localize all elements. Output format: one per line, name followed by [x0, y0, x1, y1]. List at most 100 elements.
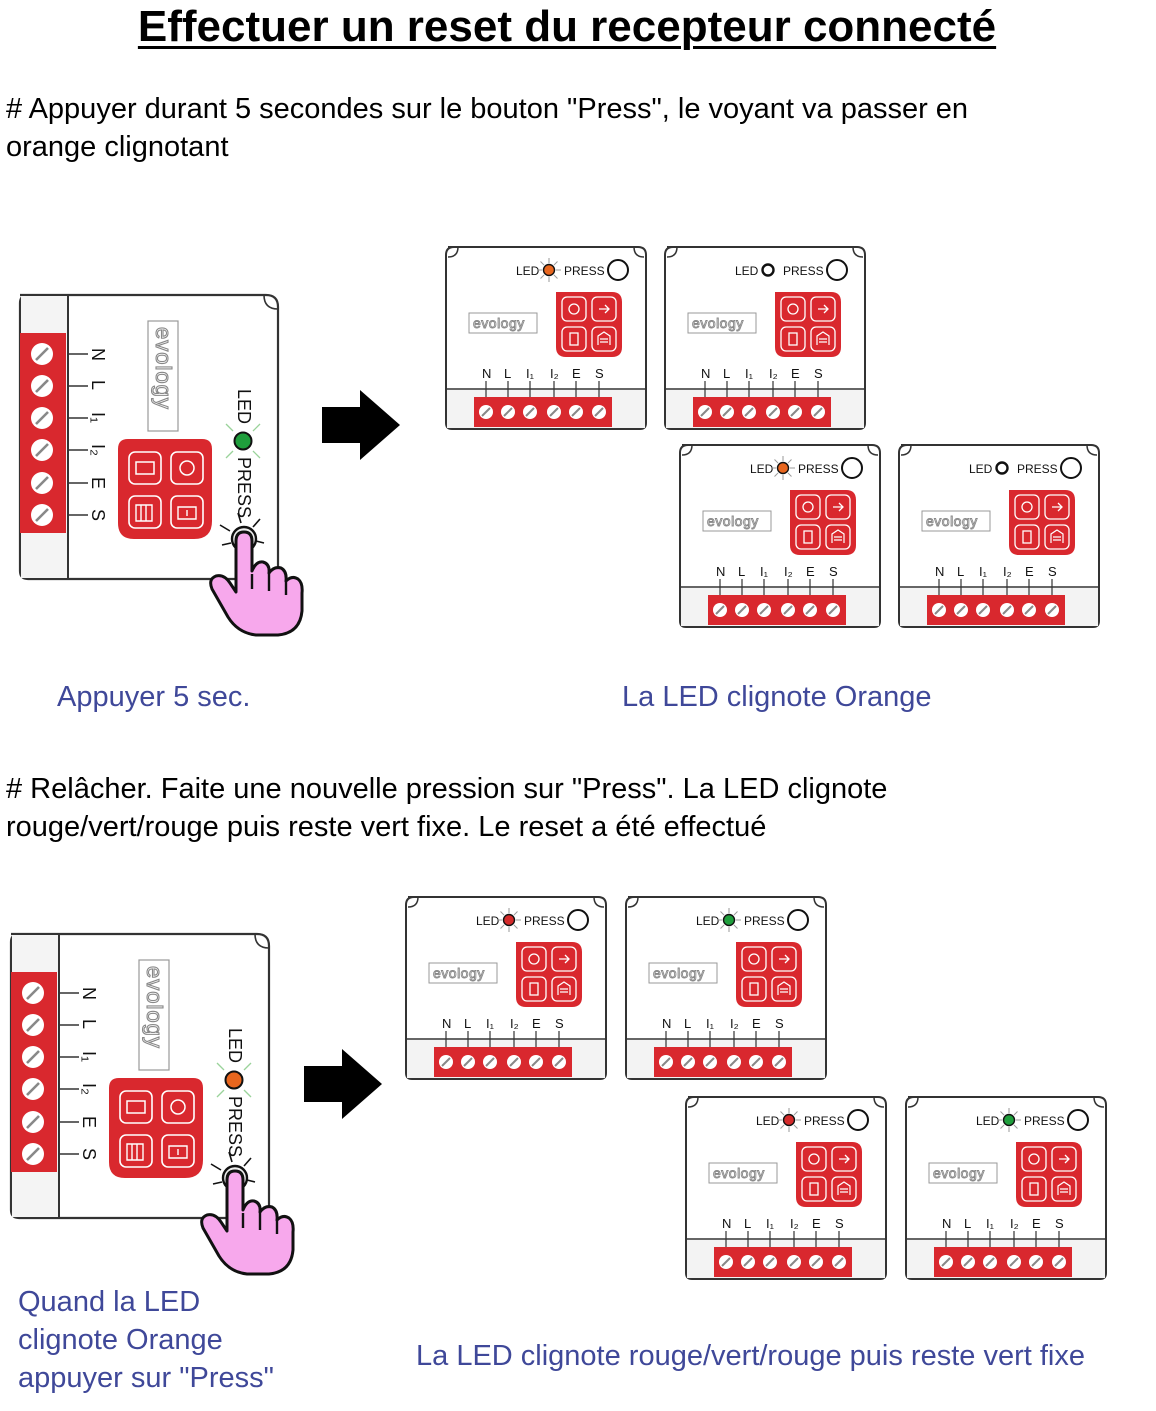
terminal-label: S [1048, 564, 1057, 579]
led-label: LED [476, 914, 500, 928]
press-label: PRESS [744, 914, 785, 928]
terminal-label: S [775, 1016, 784, 1031]
terminal-label: L [79, 1019, 99, 1029]
control-panel-icon [736, 942, 802, 1007]
led-label: LED [516, 264, 540, 278]
evology-logo: evology [921, 510, 991, 532]
step2-instruction: # Relâcher. Faite une nouvelle pression … [6, 770, 887, 846]
terminal-block-icon [934, 1247, 1072, 1277]
control-panel-icon [790, 490, 856, 555]
control-panel-icon [1009, 490, 1075, 555]
terminal-label: N [716, 564, 725, 579]
terminal-label: I₂ [790, 1216, 799, 1231]
terminal-label: N [942, 1216, 951, 1231]
step1-caption-right: La LED clignote Orange [622, 681, 932, 713]
terminal-block-icon [11, 972, 57, 1172]
terminal-label: L [464, 1016, 471, 1031]
press-button-icon [847, 1109, 869, 1131]
terminal-label: I₁ [766, 1216, 775, 1231]
svg-text:evology: evology [713, 1165, 765, 1181]
terminal-block-icon [708, 595, 846, 625]
evology-logo: evology [687, 312, 757, 334]
evology-logo: evology [928, 1162, 998, 1184]
terminal-label: N [701, 366, 710, 381]
press-button-icon [841, 457, 863, 479]
led-indicator-icon [997, 1108, 1021, 1132]
terminal-label: S [79, 1148, 99, 1160]
evology-logo: evology [147, 320, 179, 432]
control-panel-icon [516, 942, 582, 1007]
step2-caption-left-line2: clignote Orange [18, 1324, 223, 1356]
terminal-label: N [79, 987, 99, 1000]
terminal-label: I₁ [760, 564, 769, 579]
terminal-label: L [723, 366, 730, 381]
terminal-label: I₂ [1003, 564, 1012, 579]
step1-arrow-icon [322, 390, 400, 460]
step1-instruction-line2: orange clignotant [6, 131, 229, 163]
step2-caption-left-line1: Quand la LED [18, 1286, 201, 1318]
step2-instruction-line1: # Relâcher. Faite une nouvelle pression … [6, 773, 888, 805]
terminal-label: E [752, 1016, 761, 1031]
terminal-label: S [595, 366, 604, 381]
terminal-label: E [532, 1016, 541, 1031]
terminal-label: I₁ [745, 366, 754, 381]
terminal-label: E [572, 366, 581, 381]
terminal-label: S [829, 564, 838, 579]
led-label: LED [969, 462, 993, 476]
terminal-label: S [88, 509, 108, 521]
led-label: LED [976, 1114, 1000, 1128]
evology-logo: evology [648, 962, 718, 984]
terminal-label: E [791, 366, 800, 381]
svg-text:evology: evology [707, 513, 759, 529]
terminal-label: N [935, 564, 944, 579]
terminal-label: E [812, 1216, 821, 1231]
led-label: LED [234, 389, 254, 424]
terminal-block-icon [693, 397, 831, 427]
terminal-label: I₂ [769, 366, 778, 381]
terminal-label: I₂ [730, 1016, 739, 1031]
press-button-icon [567, 909, 589, 931]
evology-logo: evology [468, 312, 538, 334]
svg-text:evology: evology [653, 965, 705, 981]
terminal-label: L [504, 366, 511, 381]
step1-caption-left: Appuyer 5 sec. [57, 681, 251, 713]
evology-logo: evology [708, 1162, 778, 1184]
press-label: PRESS [804, 1114, 845, 1128]
step1-instruction-line1: # Appuyer durant 5 secondes sur le bouto… [6, 93, 969, 125]
terminal-label: S [1055, 1216, 1064, 1231]
terminal-label: E [79, 1116, 99, 1128]
terminal-label: N [88, 348, 108, 361]
terminal-label: I₂ [784, 564, 793, 579]
terminal-label: I₁ [526, 366, 535, 381]
step2-caption-left: Quand la LED clignote Orange appuyer sur… [18, 1283, 274, 1397]
terminal-block-icon [434, 1047, 572, 1077]
control-panel-icon [796, 1142, 862, 1207]
terminal-label: S [814, 366, 823, 381]
led-label: LED [750, 462, 774, 476]
terminal-label: N [722, 1216, 731, 1231]
press-button-icon [826, 259, 848, 281]
terminal-block-icon [654, 1047, 792, 1077]
terminal-label: I₁ [486, 1016, 495, 1031]
terminal-label: I₁ [986, 1216, 995, 1231]
press-button-icon [1060, 457, 1082, 479]
led-indicator-icon [497, 908, 521, 932]
step1-instruction: # Appuyer durant 5 secondes sur le bouto… [6, 90, 968, 166]
control-panel-icon [775, 292, 841, 357]
terminal-label: I₁ [706, 1016, 715, 1031]
led-indicator-icon [771, 456, 795, 480]
led-indicator-icon [777, 1108, 801, 1132]
terminal-label: I₂ [550, 366, 559, 381]
control-panel-icon [109, 1078, 203, 1178]
led-indicator-icon [216, 1062, 252, 1098]
terminal-label: I₁ [979, 564, 988, 579]
step2-caption-left-line3: appuyer sur "Press" [18, 1362, 274, 1394]
svg-text:evology: evology [142, 966, 167, 1049]
led-label: LED [696, 914, 720, 928]
terminal-label: L [684, 1016, 691, 1031]
